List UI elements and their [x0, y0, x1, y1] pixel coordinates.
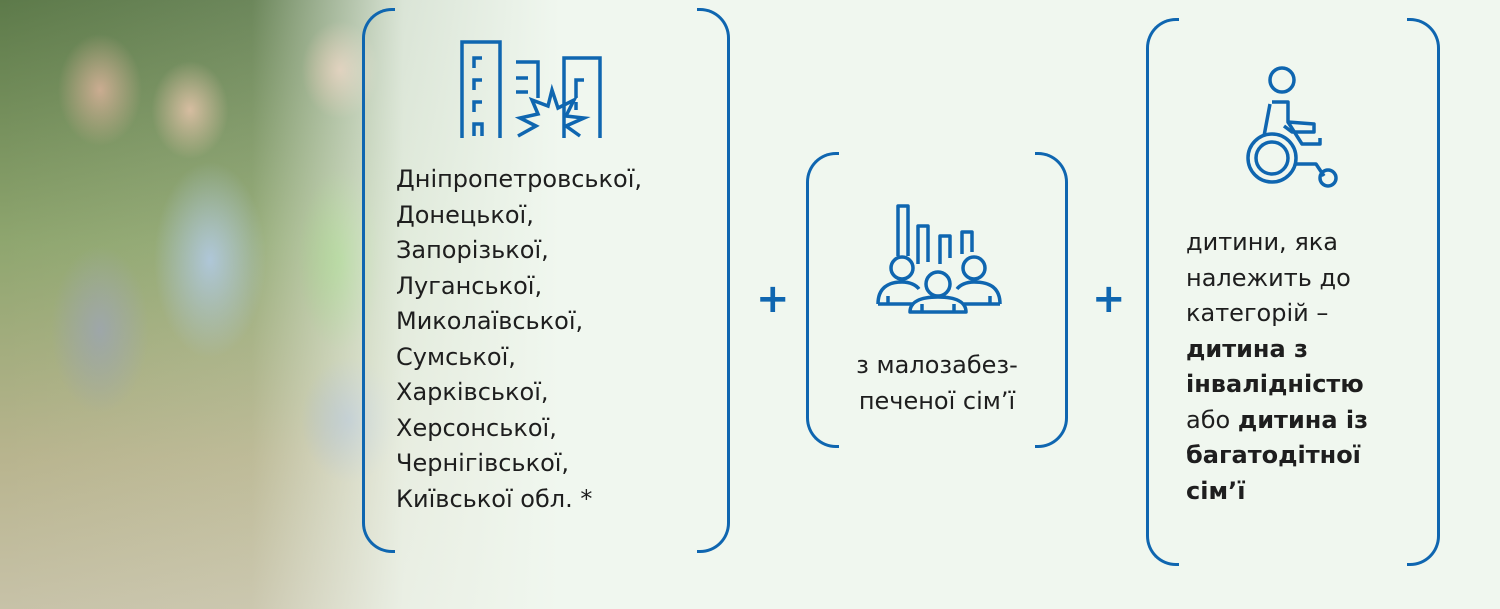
left-bracket [362, 8, 395, 553]
category-bold-line: сім’ї [1186, 476, 1246, 505]
region-item: Чернігівської, [396, 449, 570, 477]
plus-sign: + [1092, 276, 1126, 322]
destroyed-buildings-icon [460, 40, 602, 138]
category-text: дитини, яка належить до категорій – дити… [1186, 225, 1368, 509]
region-item: Київської обл. * [396, 484, 593, 513]
right-bracket [697, 8, 730, 553]
low-income-line: з малозабез- [856, 351, 1018, 379]
people-chart-icon [876, 204, 1002, 314]
category-bold-line: багатодітної [1186, 441, 1361, 469]
left-bracket [1146, 18, 1179, 566]
region-item: Харківської, [396, 378, 549, 406]
category-bold-line: інвалідністю [1186, 370, 1364, 398]
right-bracket [1407, 18, 1440, 566]
region-item: Дніпропетровської, [396, 165, 643, 193]
wheelchair-icon [1246, 66, 1338, 188]
region-item: Луганської, [396, 271, 543, 300]
low-income-line: печеної сім’ї [858, 386, 1016, 415]
category-bold-line: дитина з [1186, 334, 1309, 363]
region-item: Донецької, [396, 200, 534, 229]
category-line: належить до [1186, 263, 1351, 292]
region-item: Сумської, [396, 342, 516, 371]
region-item: Херсонської, [396, 413, 557, 442]
low-income-text: з малозабез- печеної сім’ї [806, 348, 1068, 419]
region-item: Миколаївської, [396, 307, 584, 335]
photo-fade-overlay [0, 0, 560, 609]
category-line: дитини, яка [1186, 228, 1338, 256]
regions-box: Дніпропетровської, Донецької, Запорізько… [362, 8, 730, 553]
regions-list: Дніпропетровської, Донецької, Запорізько… [396, 162, 642, 517]
category-bold-text: дитина із [1237, 405, 1369, 434]
region-item: Запорізької, [396, 236, 549, 264]
category-line: або дитина із [1186, 403, 1368, 439]
low-income-box: з малозабез- печеної сім’ї [806, 152, 1068, 448]
plus-sign: + [756, 276, 790, 322]
category-line: категорій – [1186, 299, 1329, 327]
category-box: дитини, яка належить до категорій – дити… [1146, 18, 1440, 566]
or-text: або [1186, 405, 1238, 434]
